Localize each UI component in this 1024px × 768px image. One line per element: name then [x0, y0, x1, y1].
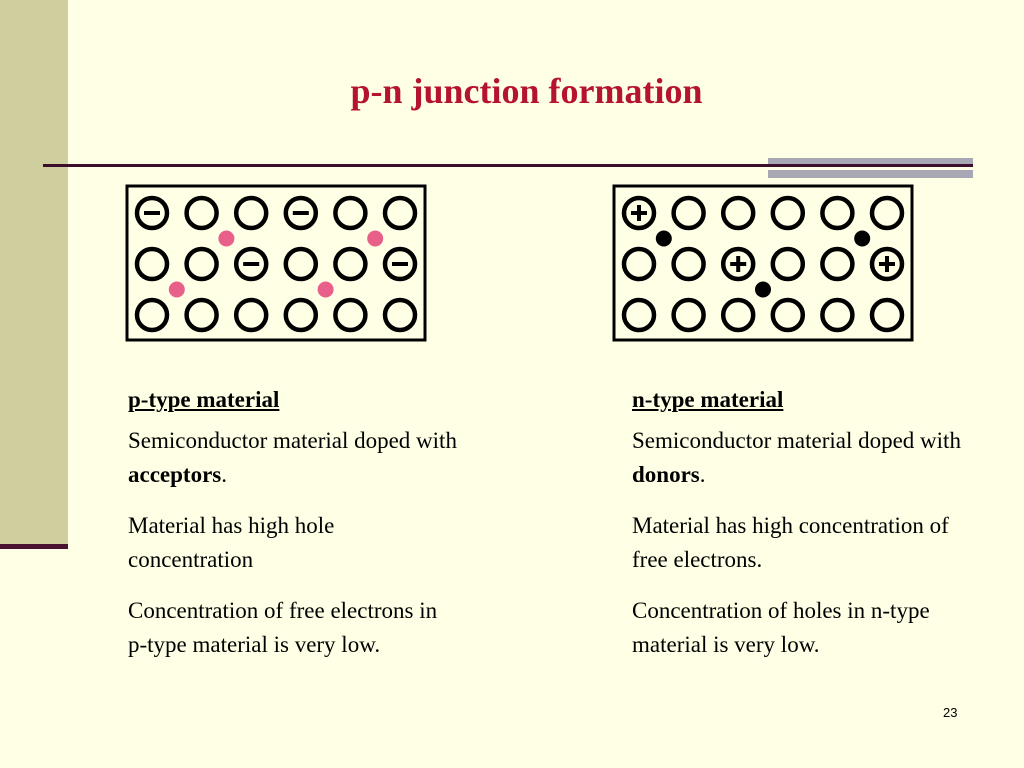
n-type-lattice-atom [720, 297, 756, 333]
p-type-lattice-atom [184, 195, 219, 231]
n-type-lattice-atom [770, 246, 806, 282]
p-type-lattice-atom [333, 297, 368, 333]
hole-dot [218, 230, 235, 247]
p-type-doping-text: Semiconductor material doped with [128, 428, 457, 453]
p-type-lattice-atom [382, 195, 418, 231]
p-type-ion-atom [382, 246, 418, 282]
p-type-lattice-diagram [125, 184, 427, 342]
n-type-ion-atom [869, 246, 905, 282]
n-type-charge-symbol-stem [885, 256, 889, 272]
n-type-lattice-atom [869, 297, 905, 333]
hole-dot [367, 230, 384, 247]
p-type-lattice-atom [134, 246, 170, 282]
n-type-doping-bold: donors [632, 462, 700, 487]
p-type-doping-bold: acceptors [128, 462, 222, 487]
n-type-lattice-atom [770, 297, 806, 333]
n-type-charge-symbol-stem [637, 205, 641, 221]
p-type-charge-symbol-bar [144, 211, 160, 215]
n-type-lattice-diagram [612, 184, 914, 342]
p-type-electron-concentration: Concentration of free electrons in p-typ… [128, 598, 438, 657]
n-type-lattice-atom [820, 195, 855, 231]
hole-dot [317, 281, 334, 298]
p-type-lattice-atom [333, 246, 368, 282]
side-band [0, 0, 68, 546]
n-type-lattice-atom [671, 195, 706, 231]
p-type-ion-atom [283, 195, 319, 231]
n-type-lattice-atom [621, 297, 657, 333]
p-type-hole-concentration: Material has high hole concentration [128, 513, 335, 572]
n-type-ion-atom [720, 246, 756, 282]
p-type-lattice-atom [184, 246, 219, 282]
side-band-accent [0, 544, 68, 549]
n-type-heading: n-type material [632, 387, 784, 412]
n-type-ion-atom [621, 195, 657, 231]
n-type-lattice-atom [621, 246, 657, 282]
n-type-lattice-atom [820, 297, 855, 333]
p-type-charge-symbol-bar [392, 262, 408, 266]
title-rule [43, 164, 973, 167]
n-type-lattice-atom [720, 195, 756, 231]
n-type-lattice-frame [612, 184, 914, 342]
p-type-lattice-atom [283, 246, 319, 282]
n-type-electron-concentration: Material has high concentration of free … [632, 513, 949, 572]
page-number: 23 [943, 705, 958, 720]
n-type-lattice-atom [820, 246, 855, 282]
p-type-charge-symbol-bar [243, 262, 260, 266]
p-type-ion-atom [233, 246, 269, 282]
p-type-lattice-atom [233, 195, 269, 231]
p-type-lattice-frame [125, 184, 427, 342]
p-type-lattice-atom [283, 297, 319, 333]
n-type-doping-end: . [699, 462, 706, 487]
hole-dot [168, 281, 185, 298]
n-type-charge-symbol-stem [736, 256, 741, 272]
electron-dot [854, 230, 871, 247]
p-type-lattice-atom [184, 297, 219, 333]
p-type-charge-symbol-bar [292, 211, 309, 215]
n-type-lattice-atom [671, 297, 706, 333]
p-type-heading: p-type material [128, 387, 280, 412]
n-type-lattice-atom [869, 195, 905, 231]
n-type-doping-text: Semiconductor material doped with [632, 428, 961, 453]
n-type-doping: Semiconductor material doped with donors… [632, 424, 962, 492]
p-type-lattice-atom [134, 297, 170, 333]
electron-dot [755, 281, 771, 298]
decor-bar-top [768, 158, 973, 164]
p-type-lattice-atom [233, 297, 269, 333]
p-type-description: p-type material Semiconductor material d… [128, 383, 458, 679]
p-type-doping-end: . [221, 462, 227, 487]
p-type-lattice-atom [382, 297, 418, 333]
p-type-doping: Semiconductor material doped with accept… [128, 424, 458, 492]
n-type-description: n-type material Semiconductor material d… [632, 383, 962, 679]
electron-dot [655, 230, 672, 247]
n-type-hole-concentration: Concentration of holes in n-type materia… [632, 598, 930, 657]
p-type-ion-atom [134, 195, 170, 231]
n-type-lattice-atom [770, 195, 806, 231]
slide-title: p-n junction formation [350, 71, 703, 111]
p-type-lattice-atom [333, 195, 368, 231]
n-type-lattice-atom [671, 246, 706, 282]
decor-bar-bottom [768, 170, 973, 178]
